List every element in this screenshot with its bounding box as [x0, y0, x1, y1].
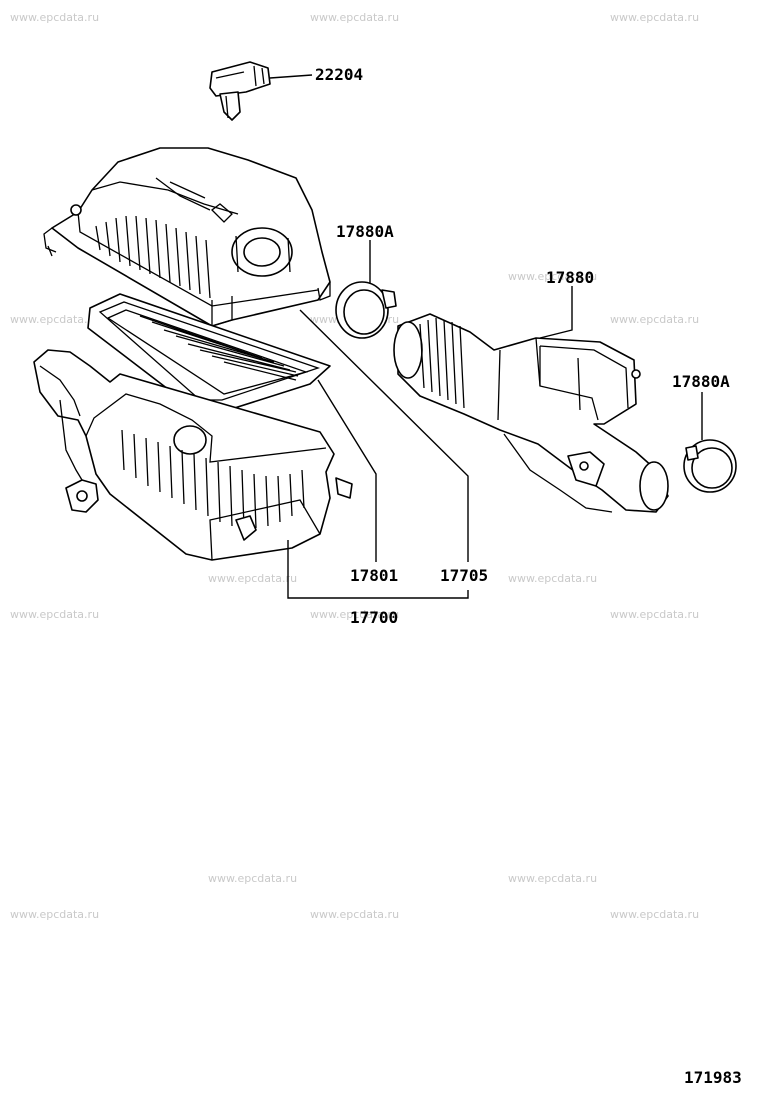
- part-number-22204: 22204: [315, 65, 363, 84]
- filter-element-drawing: [87, 293, 331, 413]
- watermark: www.epcdata.ru: [508, 270, 597, 283]
- watermark: www.epcdata.ru: [208, 572, 297, 585]
- watermark: www.epcdata.ru: [310, 608, 399, 621]
- watermark: www.epcdata.ru: [610, 313, 699, 326]
- part-number-17801: 17801: [350, 566, 398, 585]
- figure-number: 171983: [684, 1068, 742, 1087]
- watermark: www.epcdata.ru: [610, 608, 699, 621]
- intake-hose-drawing: [393, 313, 669, 513]
- watermark: www.epcdata.ru: [310, 11, 399, 24]
- part-number-17880a-left: 17880A: [336, 222, 394, 241]
- part-number-17880: 17880: [546, 268, 594, 287]
- sensor-22204-drawing: [209, 61, 271, 121]
- watermark: www.epcdata.ru: [310, 908, 399, 921]
- watermark: www.epcdata.ru: [10, 608, 99, 621]
- watermark: www.epcdata.ru: [10, 313, 99, 326]
- watermark: www.epcdata.ru: [10, 11, 99, 24]
- hose-clamp-left-drawing: [335, 281, 397, 339]
- watermark: www.epcdata.ru: [208, 872, 297, 885]
- leader-17880: [539, 286, 573, 339]
- watermark: www.epcdata.ru: [610, 908, 699, 921]
- part-number-17700: 17700: [350, 608, 398, 627]
- bracket-17700: [287, 540, 469, 599]
- leader-17705: [299, 309, 469, 562]
- watermark: www.epcdata.ru: [10, 908, 99, 921]
- hose-clamp-right-drawing: [683, 439, 737, 493]
- upper-case-drawing: [43, 147, 331, 327]
- leader-17801: [317, 379, 377, 562]
- watermark: www.epcdata.ru: [508, 572, 597, 585]
- part-number-17705: 17705: [440, 566, 488, 585]
- leader-22204: [269, 74, 313, 79]
- watermark: www.epcdata.ru: [508, 872, 597, 885]
- watermark: www.epcdata.ru: [610, 11, 699, 24]
- part-number-17880a-right: 17880A: [672, 372, 730, 391]
- lower-case-drawing: [33, 349, 353, 561]
